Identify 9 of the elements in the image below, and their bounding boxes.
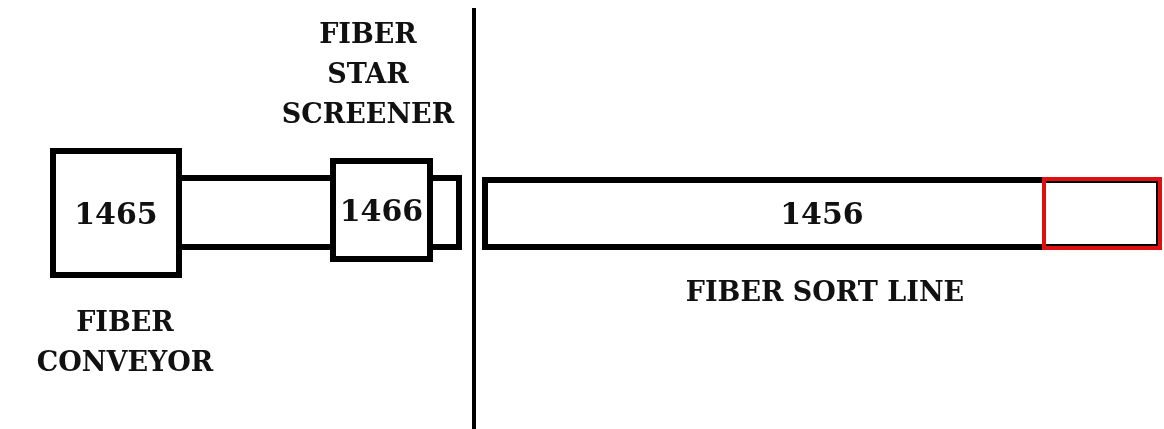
conveyor-box [50,148,182,278]
id-number: 1466 [339,192,424,228]
conveyor-label: FIBER CONVEYOR [35,305,215,379]
screener-box [330,158,433,262]
id-number: 1465 [74,195,158,231]
screener-label: FIBER STAR SCREENER [280,17,456,131]
highlight-box [1042,177,1162,250]
id-number: 1456 [780,196,864,231]
sort-line-label: FIBER SORT LINE [684,275,966,309]
